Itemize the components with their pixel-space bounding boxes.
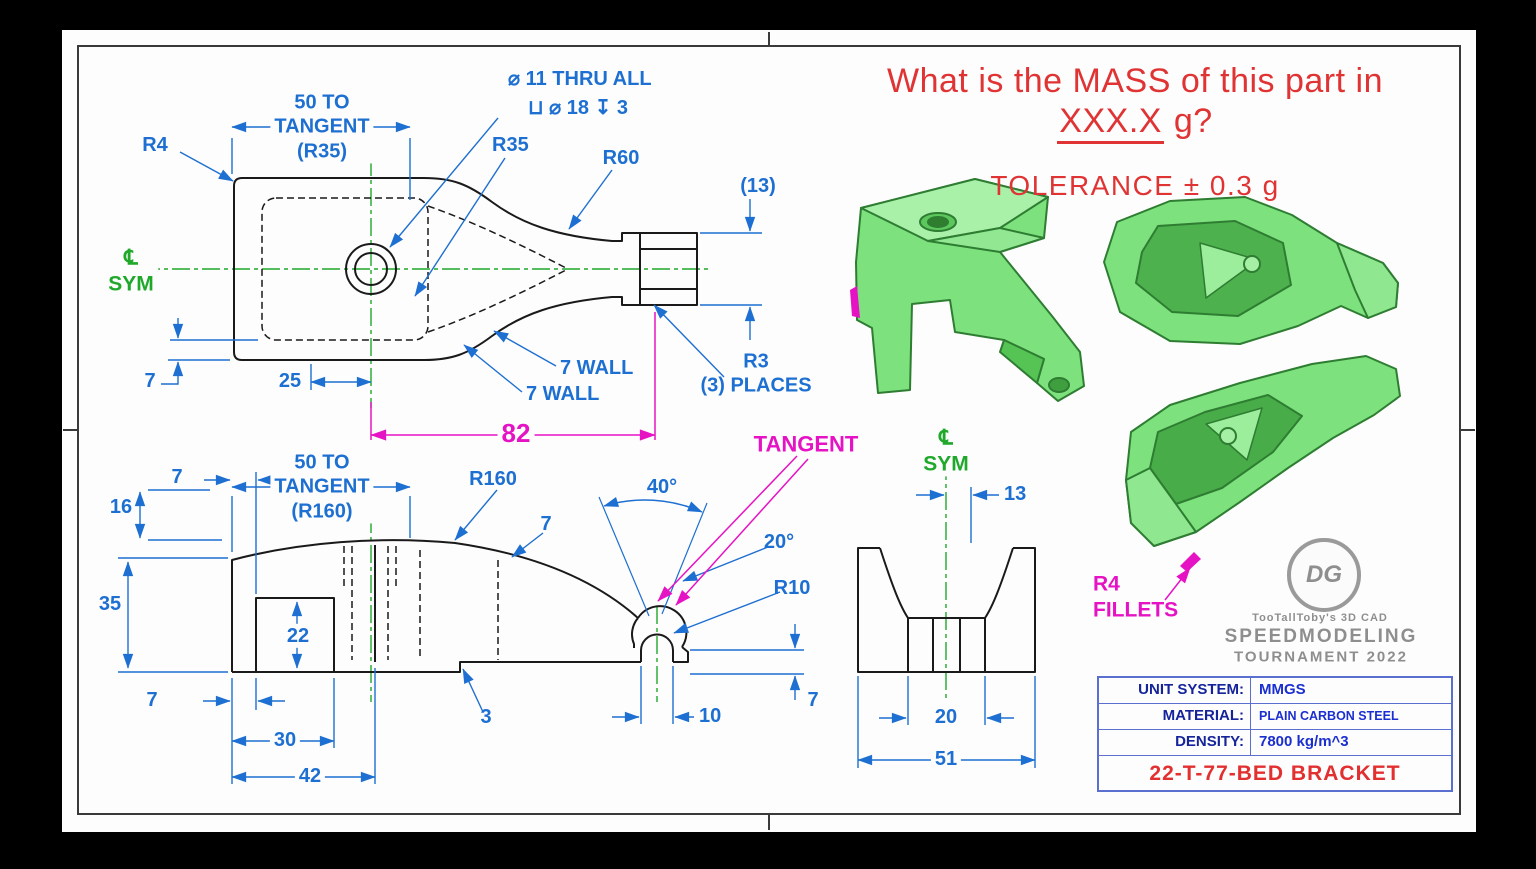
density-label: DENSITY: <box>1099 730 1251 755</box>
logo-badge: DG <box>1287 538 1361 612</box>
dim-3: 3 <box>480 705 492 728</box>
material-value: PLAIN CARBON STEEL <box>1259 709 1399 723</box>
front-view-drawing <box>231 539 689 673</box>
question-line2: XXX.X g? <box>818 102 1452 144</box>
title-block-row-density: DENSITY: 7800 kg/m^3 <box>1099 730 1451 756</box>
centerline-symmetry-side: ℄ SYM <box>919 425 973 477</box>
dim-7-front-top: 7 <box>171 465 183 488</box>
top-view-hidden-lines <box>261 197 569 341</box>
dim-r4: R4 <box>142 133 168 156</box>
mass-answer-placeholder: XXX.X <box>1057 102 1164 144</box>
title-block-row-unit-system: UNIT SYSTEM: MMGS <box>1099 678 1451 704</box>
dim-r160: R160 <box>469 467 517 490</box>
logo-monogram: DG <box>1306 561 1342 588</box>
dim-ref-13: (13) <box>740 174 776 197</box>
sheet-frame <box>63 32 1475 830</box>
dim-51: 51 <box>930 746 962 772</box>
mass-unit-suffix: g? <box>1163 102 1213 140</box>
iso-view-bottom <box>1103 196 1399 345</box>
centerlines <box>112 158 947 702</box>
tangent-note: TANGENT <box>753 431 859 457</box>
dim-7-front-right: 7 <box>807 688 819 711</box>
question-line1: What is the MASS of this part in <box>887 62 1383 100</box>
dim-10: 10 <box>699 704 722 727</box>
dimension-lines-blue <box>118 117 1036 784</box>
dim-35: 35 <box>98 592 122 615</box>
dim-16: 16 <box>109 495 133 518</box>
logo-event-line: SPEEDMODELING <box>1224 626 1418 647</box>
dim-r60: R60 <box>602 146 640 169</box>
dim-r35: R35 <box>492 133 529 156</box>
density-value: 7800 kg/m^3 <box>1259 733 1349 750</box>
dim-22: 22 <box>282 623 314 649</box>
logo-brand-line: TooTallToby's 3D CAD <box>1252 612 1388 624</box>
dim-13: 13 <box>1004 482 1027 505</box>
tolerance-note: TOLERANCE ± 0.3 g <box>990 170 1280 201</box>
dim-7-front-wall: 7 <box>540 512 552 535</box>
dim-40-deg: 40° <box>642 474 682 500</box>
dim-20: 20 <box>934 705 958 728</box>
iso-view-front-top <box>850 178 1085 402</box>
front-view-hidden-lines <box>343 546 499 660</box>
logo-year-line: TOURNAMENT 2022 <box>1234 648 1408 666</box>
hole-callout-line1: ⌀ 11 THRU ALL <box>508 67 652 90</box>
title-block-row-material: MATERIAL: PLAIN CARBON STEEL <box>1099 704 1451 730</box>
side-view-drawing <box>857 547 1036 673</box>
r4-fillets-note: R4 FILLETS <box>1093 572 1179 621</box>
dim-7-front-left: 7 <box>146 688 158 711</box>
top-view-drawing <box>233 177 698 361</box>
dim-7-wall-a: 7 WALL <box>560 356 634 379</box>
dim-7-top-view: 7 <box>144 369 156 392</box>
dim-42: 42 <box>294 763 326 789</box>
dim-82: 82 <box>497 418 535 450</box>
iso-view-pocket <box>1125 355 1401 572</box>
counterbore-callout-line2: ⊔ ⌀ 18 ↧ 3 <box>528 96 628 119</box>
title-block: UNIT SYSTEM: MMGS MATERIAL: PLAIN CARBON… <box>1097 676 1453 792</box>
dim-30: 30 <box>269 727 301 753</box>
dim-50-to-tangent-front: 50 TO TANGENT (R160) <box>270 450 374 524</box>
centerline-symmetry-top: ℄ SYM <box>104 245 158 297</box>
part-number: 22-T-77-BED BRACKET <box>1149 762 1401 785</box>
dim-20-deg: 20° <box>763 530 795 553</box>
material-label: MATERIAL: <box>1099 704 1251 729</box>
dim-25: 25 <box>278 369 302 392</box>
dim-r10: R10 <box>773 576 811 599</box>
unit-system-value: MMGS <box>1259 681 1306 698</box>
dim-r3-places: R3 (3) PLACES <box>700 350 812 397</box>
dim-7-wall-b: 7 WALL <box>526 382 600 405</box>
unit-system-label: UNIT SYSTEM: <box>1099 678 1251 703</box>
dim-50-to-tangent-top: 50 TO TANGENT (R35) <box>270 90 374 164</box>
